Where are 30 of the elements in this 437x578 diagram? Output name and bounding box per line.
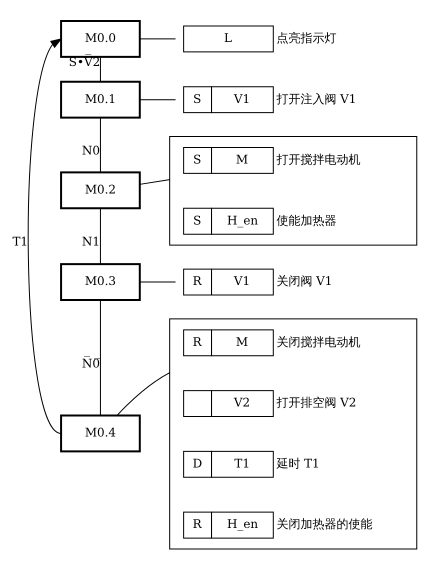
connector: [140, 38, 176, 40]
edge-label: N1: [82, 234, 100, 249]
arrow: [28, 38, 62, 434]
node-box: M0.3: [60, 263, 141, 301]
connector: [140, 179, 170, 185]
connector: [100, 300, 101, 416]
connector: [100, 117, 101, 173]
node-label: 关闭加热器的使能: [276, 517, 372, 532]
edge-label: N̅0̅: [82, 356, 100, 370]
node-box: M0.1: [60, 80, 141, 119]
node-label: 延时 T1: [276, 456, 320, 470]
node-label: 打开搅拌电动机: [276, 152, 360, 167]
node-label: 打开排空阀 V2: [276, 396, 356, 410]
connector: [100, 208, 101, 264]
node-label: 关闭阀 V1: [276, 274, 332, 288]
node-box: L: [183, 25, 274, 52]
cluster: [169, 318, 418, 550]
node-label: 打开注入阀 V1: [276, 92, 356, 106]
connector: [100, 56, 101, 82]
node-box: M0.2: [60, 171, 141, 210]
connector: [140, 99, 176, 100]
node-label: 关闭搅拌电动机: [276, 334, 360, 349]
edge-label: N0: [82, 144, 100, 158]
connector: [140, 282, 176, 283]
node-label: 使能加热器: [276, 213, 336, 228]
connector: [116, 372, 170, 416]
node-box: M0.4: [60, 414, 141, 452]
node-label: 点亮指示灯: [276, 31, 336, 46]
cluster: [169, 136, 418, 246]
edge-label: T1: [12, 234, 28, 249]
